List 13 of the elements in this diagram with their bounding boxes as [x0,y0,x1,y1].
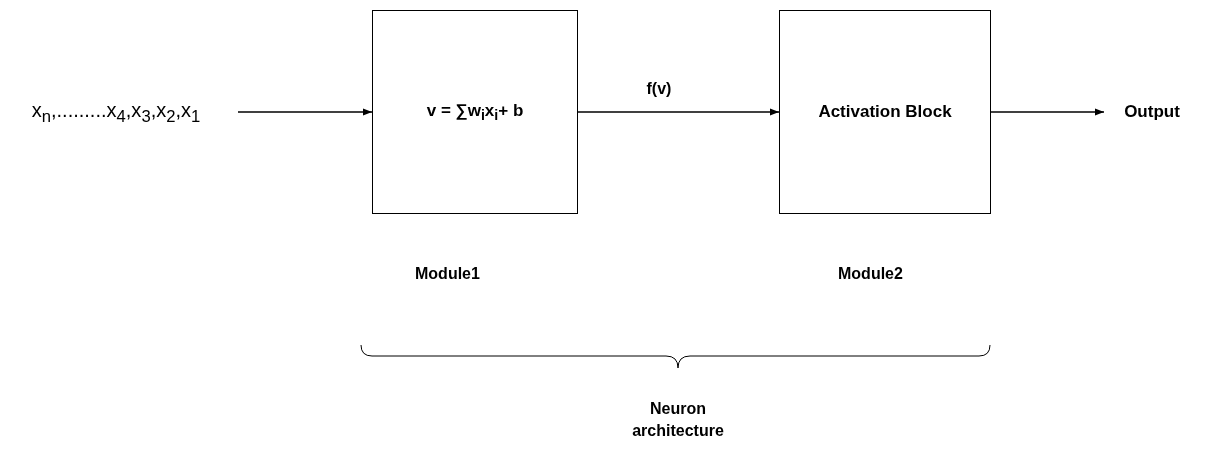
process-box [372,10,578,214]
input-label: x$_{n}$,.........x$_{4}$,x$_{3}$,x$_{2}$,x$_{1}$ [31,97,201,128]
box-text: v = ∑w$_{i}$x$_{i}$+ b [426,99,524,125]
edge-label: f(v) [644,80,674,98]
output-label: Output [1124,100,1180,123]
process-box [779,10,991,214]
module-caption: Module2 [838,265,903,283]
module-caption: Module1 [415,265,480,283]
arrow [577,108,780,116]
arrow [990,108,1105,116]
box-text: Activation Block [818,100,952,123]
arrow [237,108,373,116]
caption-text: Neuron architecture [631,399,725,441]
